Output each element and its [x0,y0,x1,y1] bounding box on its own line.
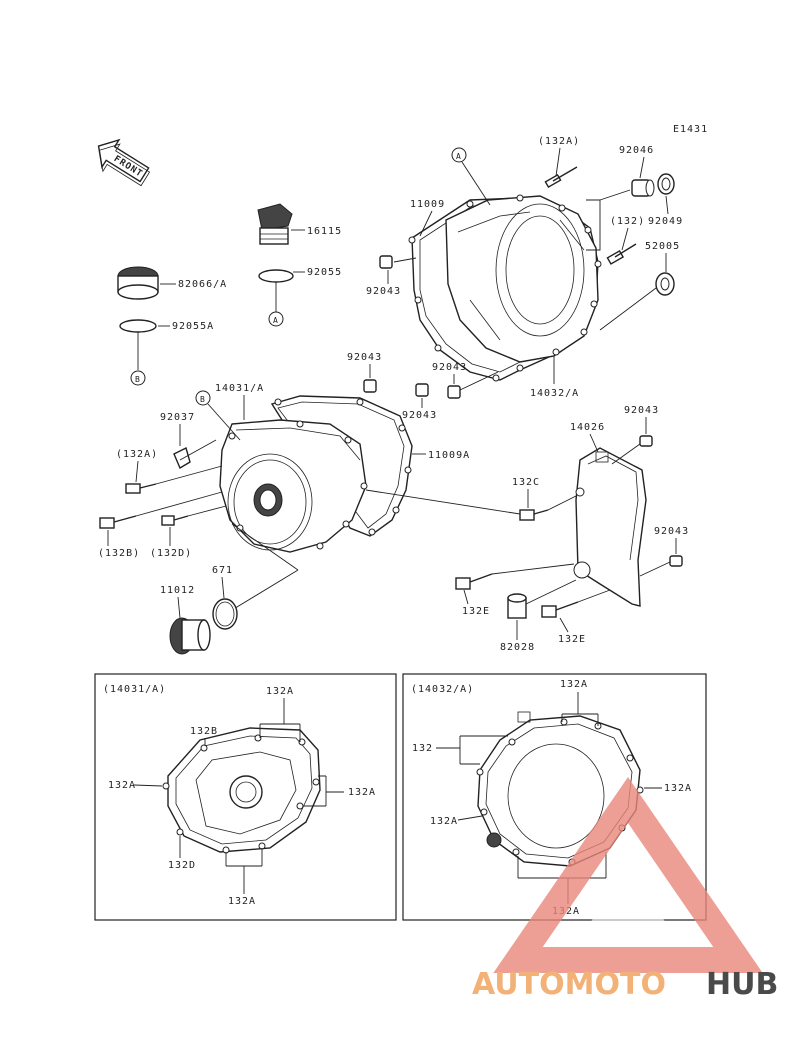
label-132a-top: (132A) [538,136,580,147]
ref-a-label-top: A [456,152,462,161]
label-132a-left: (132A) [116,449,158,460]
part-11012-plug [169,617,211,655]
dowel-92043-c [447,385,461,399]
label-11009a: 11009A [428,450,470,461]
inset-left-label-132b: 132B [190,726,218,737]
part-92049 [657,173,675,195]
label-82028: 82028 [500,642,535,653]
part-671-oring [212,598,238,630]
ref-b-label-left: B [135,375,141,384]
part-92037-clamp [173,439,217,470]
part-92055a-oring [119,319,157,333]
label-92049: 92049 [648,216,683,227]
part-82028-collar [507,593,527,619]
inset-right-cover [476,711,644,867]
inset-left-label-132a-top: 132A [266,686,294,697]
inset-right-title: (14032/A) [411,684,474,695]
left-cover-assembly [219,395,413,553]
watermark-word-a: AUTOMOTO [472,967,666,1002]
dowel-92043-b [363,379,377,393]
dowel-92043-a [379,255,393,269]
ref-a-circle-top [451,147,467,163]
ref-b-circle-cover [195,390,211,406]
label-92046: 92046 [619,145,654,156]
label-132e-b: 132E [558,634,586,645]
label-92043-f: 92043 [654,526,689,537]
part-92046 [631,179,655,197]
bolt-132e-a [455,563,575,590]
label-14032a: 14032/A [530,388,579,399]
label-132e-a: 132E [462,606,490,617]
part-16115-cap [257,203,293,245]
part-82066a-plug [117,266,159,300]
part-92055-oring [258,269,294,283]
bolt-132b [99,491,223,529]
label-92043-b: 92043 [347,352,382,363]
figure-code: E1431 [673,124,708,135]
inset-left-cover [162,727,321,854]
bolt-132 [606,243,637,265]
label-132b-paren: (132B) [98,548,140,559]
label-16115: 16115 [307,226,342,237]
label-92037: 92037 [160,412,195,423]
ref-a-label-lower: A [273,316,279,325]
label-671: 671 [212,565,233,576]
label-11009: 11009 [410,199,445,210]
label-11012: 11012 [160,585,195,596]
label-92055: 92055 [307,267,342,278]
label-14031a: 14031/A [215,383,264,394]
label-132d-paren: (132D) [150,548,192,559]
label-82066a: 82066/A [178,279,227,290]
front-arrow-icon: FRONT [97,138,151,187]
inset-right-label-132a-left: 132A [430,816,458,827]
dowel-92043-f [669,555,683,567]
bolt-132e-b [541,589,611,618]
inset-right-label-132a-right: 132A [664,783,692,794]
label-52005: 52005 [645,241,680,252]
label-92043-a: 92043 [366,286,401,297]
dowel-92043-d [415,383,429,397]
label-92043-d: 92043 [402,410,437,421]
inset-left-label-132d: 132D [168,860,196,871]
watermark-logo: AUTOMOTO HUB [472,777,778,1002]
bolt-132a-left [125,465,223,494]
label-92043-e: 92043 [624,405,659,416]
part-14026-cover [573,447,647,607]
bolt-132d [161,505,227,526]
label-14026: 14026 [570,422,605,433]
bolt-132c [519,495,577,521]
label-92055a: 92055A [172,321,214,332]
inset-left-label-132a-right: 132A [348,787,376,798]
inset-left-box [94,673,397,921]
inset-left-title: (14031/A) [103,684,166,695]
label-92043-c: 92043 [432,362,467,373]
bolt-132a-top [544,166,578,189]
ref-b-circle-left [130,370,146,386]
cover-bolt-holes [408,194,602,382]
part-52005 [655,272,675,296]
label-132c: 132C [512,477,540,488]
inset-left-label-132a-bottom: 132A [228,896,256,907]
right-cover-assembly [408,194,602,382]
inset-right-label-132: 132 [412,743,433,754]
label-132-paren: (132) [610,216,645,227]
inset-left-label-132a-left: 132A [108,780,136,791]
dowel-92043-e [639,435,653,447]
watermark-word-b: HUB [706,967,778,1002]
inset-right-label-132a-top: 132A [560,679,588,690]
ref-b-label-cover: B [200,395,206,404]
ref-a-circle-lower [268,311,284,327]
